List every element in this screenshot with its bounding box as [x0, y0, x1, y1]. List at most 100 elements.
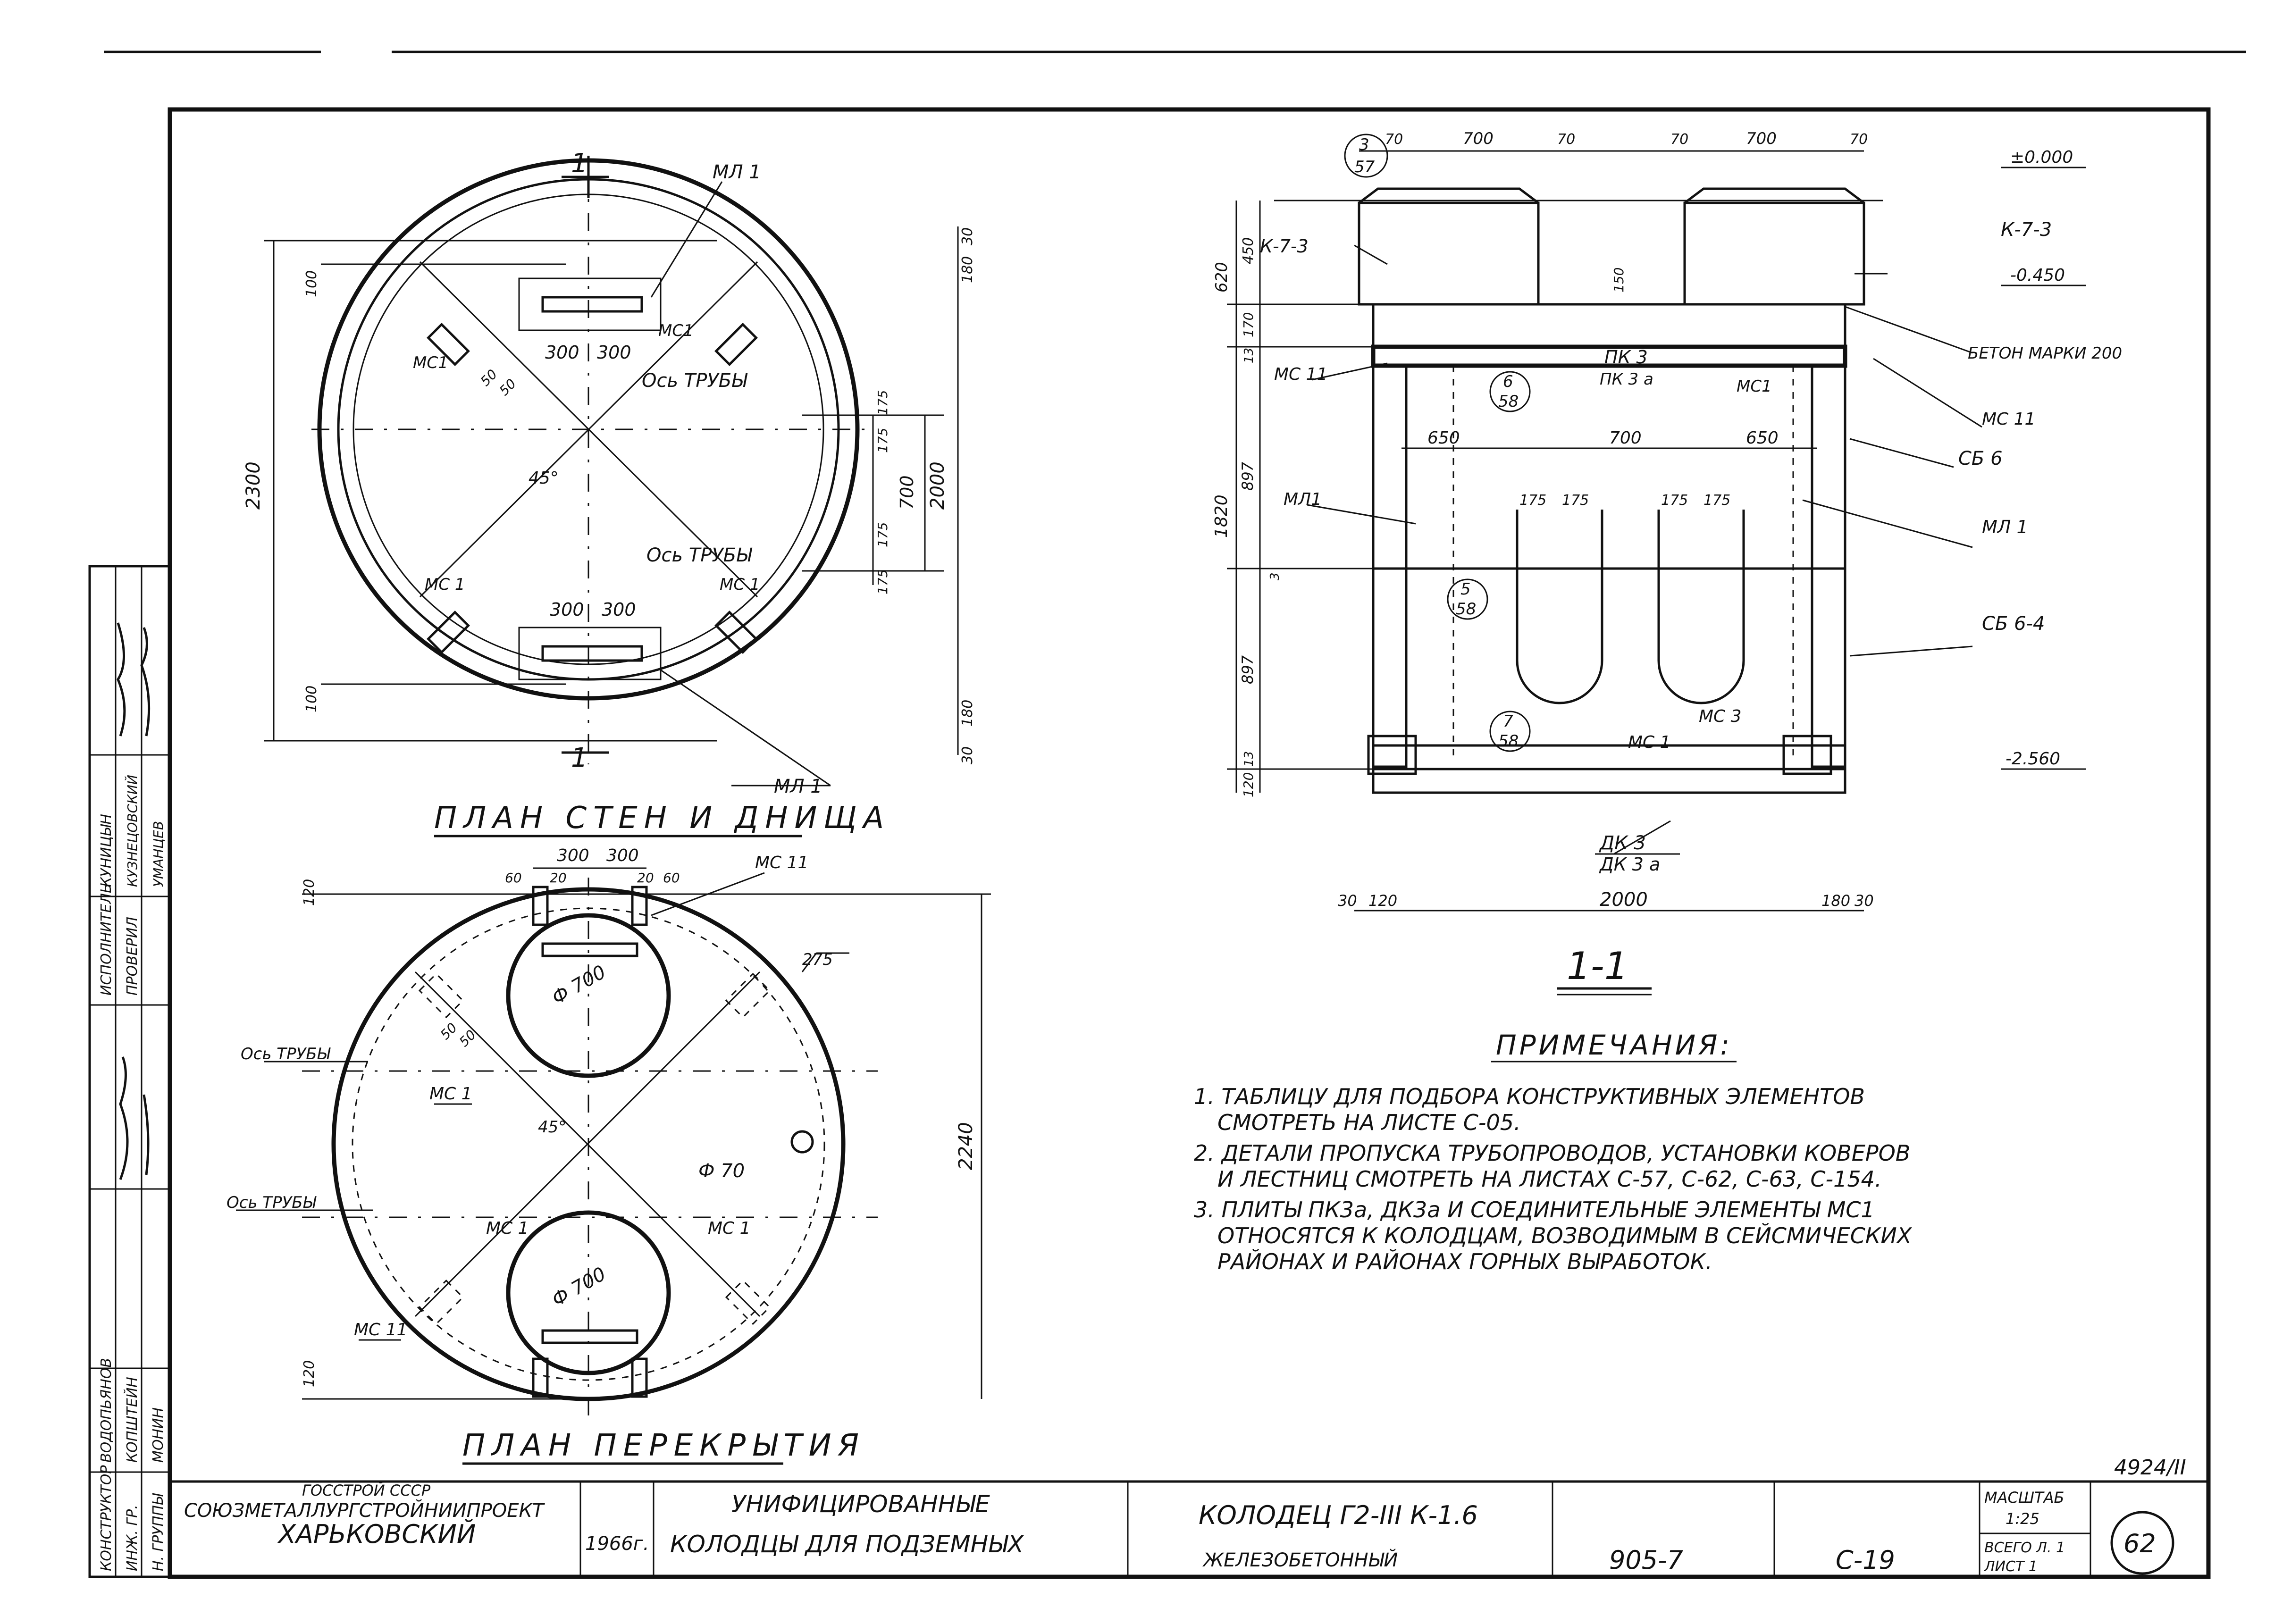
sec-pk3a: ПК 3 а [1600, 370, 1653, 389]
sec-c758-bot: 58 [1498, 732, 1519, 751]
stamp-row-0: ИСПОЛНИТЕЛЬ [98, 883, 115, 996]
sec-c558-bot: 58 [1456, 600, 1476, 619]
cover-phi700a: Ф 700 [548, 961, 610, 1009]
tb-scale: 1:25 [2006, 1510, 2039, 1528]
ms1-label-a: МС1 [413, 353, 448, 372]
stamp-row-2: ПРОВЕРИЛ [124, 917, 141, 996]
dim-180b: 180 [959, 700, 976, 727]
dim-180a: 180 [959, 256, 976, 283]
sec-sb64: СБ 6-4 [1982, 613, 2045, 635]
ms1-label-b: МС1 [658, 321, 694, 340]
cover-dim-60a: 60 [505, 870, 522, 886]
sec-sb6: СБ 6 [1958, 448, 2003, 469]
cover-dim-275: 275 [802, 950, 833, 969]
sec-d3: 3 [1268, 572, 1282, 580]
sec-dk3: ДК 3 [1599, 832, 1646, 854]
sec-d175c: 175 [1661, 492, 1688, 509]
sec-d897b: 897 [1239, 655, 1257, 684]
dim-700: 700 [897, 475, 917, 510]
sec-d700a: 700 [1463, 129, 1494, 148]
plan-cover-title: ПЛАН ПЕРЕКРЫТИЯ [462, 1428, 865, 1463]
stamp-row-9: Н. ГРУППЫ [150, 1493, 167, 1571]
stamp-row-10: МОНИН [150, 1407, 167, 1463]
notes-line-5: 3. ПЛИТЫ ПК3а, ДК3а И СОЕДИНИТЕЛЬНЫЕ ЭЛЕ… [1194, 1197, 1875, 1222]
sec-d70c: 70 [1670, 131, 1688, 148]
plan-walls [264, 156, 959, 787]
sec-dk3a: ДК 3 а [1599, 854, 1660, 875]
tb-archive: 4924/II [2114, 1456, 2186, 1480]
sec-d175b: 175 [1562, 492, 1589, 509]
cover-dim-300a: 300 [557, 846, 589, 865]
cover-ms1-a: МС 1 [429, 1084, 472, 1104]
sec-d620: 620 [1212, 262, 1231, 293]
tb-sheet2: ЖЕЛЕЗОБЕТОННЫЙ [1202, 1549, 1398, 1571]
tb-year: 1966г. [585, 1533, 649, 1555]
sec-d13b: 13 [1242, 751, 1256, 767]
sec-d450: 450 [1240, 237, 1257, 264]
tb-org1: ГОССТРОЙ СССР [302, 1482, 431, 1499]
cover-ms11-bottom: МС 11 [354, 1320, 407, 1339]
dim-50a: 50 [478, 366, 501, 389]
side-stamp [88, 565, 171, 1578]
stamp-row-6: ВОДОПЬЯНОВ [98, 1358, 115, 1463]
cover-phi700b: Ф 700 [548, 1263, 610, 1311]
tb-org2: СОЮЗМЕТАЛЛУРГСТРОЙНИИПРОЕКТ [184, 1499, 545, 1522]
sec-d897a: 897 [1239, 461, 1257, 491]
stamp-row-5: КОНСТРУКТОР [98, 1465, 115, 1571]
notes-line-4: И ЛЕСТНИЦ СМОТРЕТЬ НА ЛИСТАХ С-57, С-62,… [1217, 1166, 1882, 1192]
dim-300b: 300 [597, 342, 631, 363]
sec-c658-top: 6 [1503, 372, 1513, 391]
cover-phi70: Ф 70 [698, 1160, 745, 1182]
sec-d700b: 700 [1746, 129, 1777, 148]
cover-ms11-top: МС 11 [755, 853, 808, 872]
sec-k73-left: К-7-3 [1260, 236, 1309, 257]
notes-title: ПРИМЕЧАНИЯ: [1496, 1029, 1732, 1061]
dim-175d: 175 [875, 569, 890, 594]
notes-line-6: ОТНОСЯТСЯ К КОЛОДЦАМ, ВОЗВОДИМЫМ В СЕЙСМ… [1217, 1223, 1913, 1248]
sec-c357-top: 3 [1359, 135, 1369, 154]
ml1-bottom-label: МЛ 1 [774, 776, 822, 797]
dim-30a: 30 [959, 227, 976, 245]
cover-angle: 45° [538, 1118, 566, 1137]
sec-d13a: 13 [1242, 348, 1256, 363]
tb-org3: ХАРЬКОВСКИЙ [277, 1519, 476, 1549]
tb-sheet1: КОЛОДЕЦ Г2-III К-1.6 [1199, 1500, 1478, 1530]
sec-ms11-left: МС 11 [1274, 365, 1327, 384]
stamp-row-8: КОПШТЕЙН [124, 1377, 141, 1463]
sec-d30b: 30 [1855, 892, 1874, 910]
dim-300a: 300 [545, 342, 579, 363]
cover-dim-120b: 120 [301, 1360, 318, 1387]
cover-dim-2240: 2240 [955, 1122, 977, 1170]
sec-d2000: 2000 [1600, 889, 1648, 911]
dim-30b: 30 [959, 746, 976, 764]
sec-beton: БЕТОН МАРКИ 200 [1968, 344, 2122, 363]
sec-d650a: 650 [1427, 428, 1460, 448]
angle-label: 45° [529, 469, 559, 488]
cover-ms1-b: МС 1 [486, 1219, 529, 1238]
sec-k73-right: К-7-3 [2001, 219, 2052, 241]
notes-line-7: РАЙОНАХ И РАЙОНАХ ГОРНЫХ ВЫРАБОТОК. [1217, 1249, 1712, 1274]
dim-300d: 300 [602, 599, 636, 620]
dim-50b: 50 [496, 376, 520, 399]
plan-walls-title: ПЛАН СТЕН И ДНИЩА [434, 801, 890, 836]
tb-series: 905-7 [1609, 1545, 1683, 1575]
sec-c658-bot: 58 [1498, 392, 1519, 411]
plan-cover [236, 867, 991, 1415]
sec-ms3: МС 3 [1699, 707, 1742, 726]
tb-page: 62 [2123, 1529, 2156, 1558]
sec-d150: 150 [1611, 268, 1627, 293]
dim-100b: 100 [303, 686, 320, 712]
dim-175c: 175 [875, 522, 890, 547]
sec-d175a: 175 [1519, 492, 1546, 509]
sec-ms1-top: МС1 [1737, 377, 1772, 396]
cover-dim-20a: 20 [550, 870, 567, 886]
tb-work1: УНИФИЦИРОВАННЫЕ [731, 1490, 990, 1518]
section-mark-bottom: 1 [571, 743, 588, 773]
tb-code: С-19 [1836, 1545, 1895, 1575]
dim-2300: 2300 [243, 461, 264, 510]
sheet-frame [168, 107, 2211, 1579]
sec-level-1: -0.450 [2010, 266, 2065, 285]
sec-c758-top: 7 [1503, 712, 1513, 731]
cover-ms1-c: МС 1 [708, 1219, 751, 1238]
